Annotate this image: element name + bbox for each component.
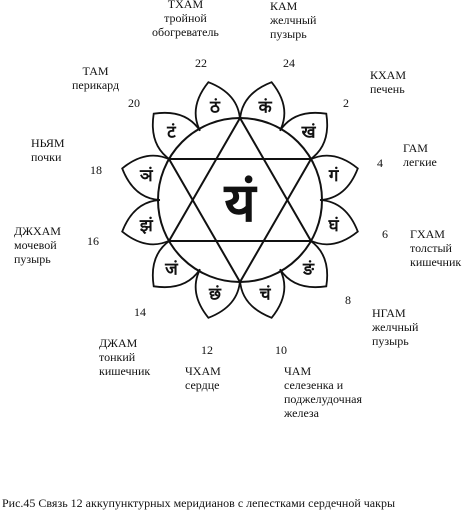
petal-syllable-20: टं [166, 122, 177, 142]
label-title: ГХАМ [410, 227, 445, 241]
label-petal-4: ГАМ легкие [403, 141, 437, 169]
label-line: печень [370, 82, 405, 96]
petal-number-12: 12 [201, 343, 213, 357]
petal-number-6: 6 [382, 227, 388, 241]
label-petal-18: НЬЯМ почки [31, 136, 65, 164]
petal-number-4: 4 [377, 156, 383, 170]
label-line: легкие [403, 155, 437, 169]
label-line: селезенка и [284, 378, 344, 392]
label-line: тройной [164, 11, 207, 25]
label-line: поджелудочная [284, 392, 362, 406]
label-line: тонкий [99, 350, 136, 364]
label-line: толстый [410, 241, 452, 255]
petal-number-22: 22 [195, 56, 207, 70]
petal-8 [279, 239, 329, 289]
label-line: пузырь [14, 252, 51, 266]
petal-syllable-12: छं [208, 285, 222, 305]
petal-12 [194, 268, 241, 319]
label-line: сердце [185, 378, 220, 392]
label-title: НГАМ [372, 306, 406, 320]
label-line: кишечник [410, 255, 462, 269]
center-syllable: यं [223, 171, 257, 234]
label-title: КХАМ [370, 68, 407, 82]
petal-number-18: 18 [90, 163, 102, 177]
label-line: обогреватель [152, 25, 219, 39]
label-title: НЬЯМ [31, 136, 65, 150]
label-line: пузырь [372, 334, 409, 348]
label-title: ТХАМ [167, 0, 204, 11]
label-petal-8: НГАМ желчный пузырь [372, 306, 418, 348]
petal-syllable-24: कं [258, 97, 273, 117]
label-line: почки [31, 150, 62, 164]
label-title: КАМ [270, 0, 298, 13]
petal-number-14: 14 [134, 305, 146, 319]
downward-triangle [167, 158, 313, 285]
label-line: желчный [372, 320, 419, 334]
petal-2 [279, 111, 329, 161]
label-line: мочевой [14, 238, 57, 252]
petal-number-2: 2 [343, 96, 349, 110]
label-petal-2: КХАМ печень [370, 68, 406, 96]
petal-4 [308, 154, 359, 201]
label-petal-16: ДЖХАМ мочевой пузырь [14, 224, 61, 266]
petal-16 [121, 199, 172, 246]
petal-number-20: 20 [128, 96, 140, 110]
label-petal-22: ТХАМ тройной обогреватель [152, 0, 219, 39]
label-line: кишечник [99, 364, 151, 378]
upward-triangle [167, 115, 313, 242]
petal-18 [121, 154, 172, 201]
petal-syllables: कं खं गं घं ङं चं छं जं झं ञं टं ठं [139, 97, 340, 304]
petal-14 [151, 239, 201, 289]
petal-syllable-8: ङं [302, 260, 315, 280]
label-line: желчный [270, 13, 317, 27]
label-title: ДЖАМ [99, 336, 138, 350]
petal-20 [151, 111, 201, 161]
label-line: пузырь [270, 27, 307, 41]
label-title: ТАМ [82, 64, 109, 78]
label-title: ЧХАМ [185, 364, 221, 378]
petal-syllable-2: खं [301, 122, 317, 142]
label-line: перикард [72, 78, 120, 92]
label-petal-24: КАМ желчный пузырь [270, 0, 316, 41]
label-title: ЧАМ [284, 364, 312, 378]
label-petal-6: ГХАМ толстый кишечник [410, 227, 461, 269]
label-title: ГАМ [403, 141, 428, 155]
label-petal-14: ДЖАМ тонкий кишечник [99, 336, 150, 378]
petal-syllable-10: चं [259, 285, 272, 305]
petal-number-16: 16 [87, 234, 99, 248]
figure-caption: Рис.45 Связь 12 аккупунктурных меридиано… [2, 496, 396, 510]
petal-syllable-4: गं [328, 166, 340, 186]
label-petal-20: ТАМ перикард [72, 64, 119, 92]
petal-22 [194, 81, 241, 132]
petal-syllable-16: झं [139, 216, 154, 236]
petal-10 [239, 268, 286, 319]
lotus-petals [121, 81, 359, 319]
label-petal-12: ЧХАМ сердце [185, 364, 221, 392]
petal-syllable-22: ठं [209, 97, 221, 117]
petal-number-8: 8 [345, 293, 351, 307]
petal-syllable-14: जं [164, 260, 179, 280]
petal-number-24: 24 [283, 56, 295, 70]
petal-number-10: 10 [275, 343, 287, 357]
label-line: железа [284, 406, 319, 420]
petal-6 [308, 199, 359, 246]
petal-syllable-18: ञं [139, 166, 154, 186]
label-petal-10: ЧАМ селезенка и поджелудочная железа [284, 364, 362, 420]
petal-24 [239, 81, 286, 132]
petal-syllable-6: घं [328, 216, 340, 236]
label-title: ДЖХАМ [14, 224, 61, 238]
